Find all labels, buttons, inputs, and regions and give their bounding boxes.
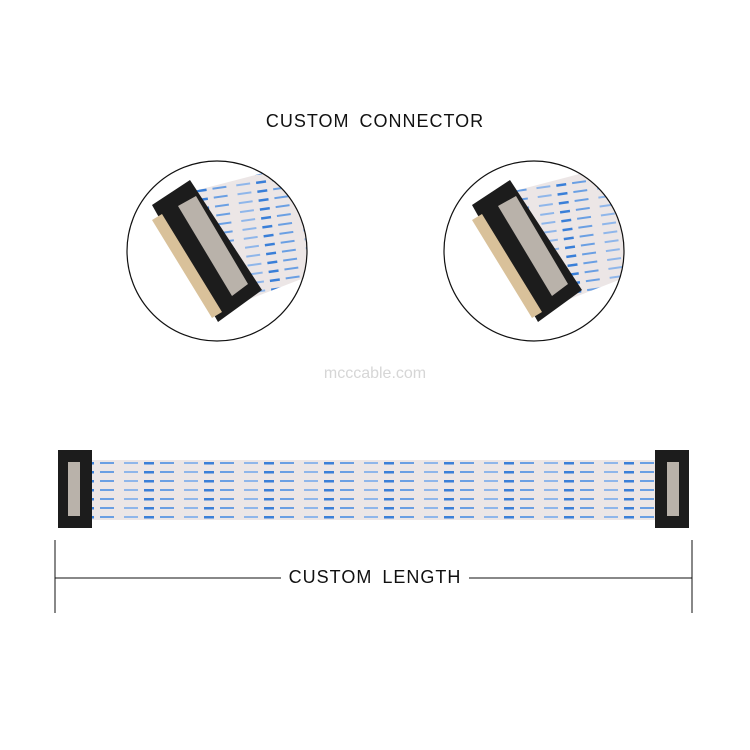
page-title: CUSTOM CONNECTOR — [265, 111, 485, 131]
ffc-cable — [58, 450, 689, 528]
detail-circle-left — [126, 160, 308, 342]
dimension-label: CUSTOM LENGTH — [0, 567, 750, 588]
dimension-label-text: CUSTOM LENGTH — [280, 567, 470, 587]
connector-detail-left — [127, 161, 307, 341]
detail-circle-right — [443, 160, 625, 342]
watermark: mcccable.com — [323, 365, 427, 382]
connector-detail-right — [444, 161, 624, 341]
